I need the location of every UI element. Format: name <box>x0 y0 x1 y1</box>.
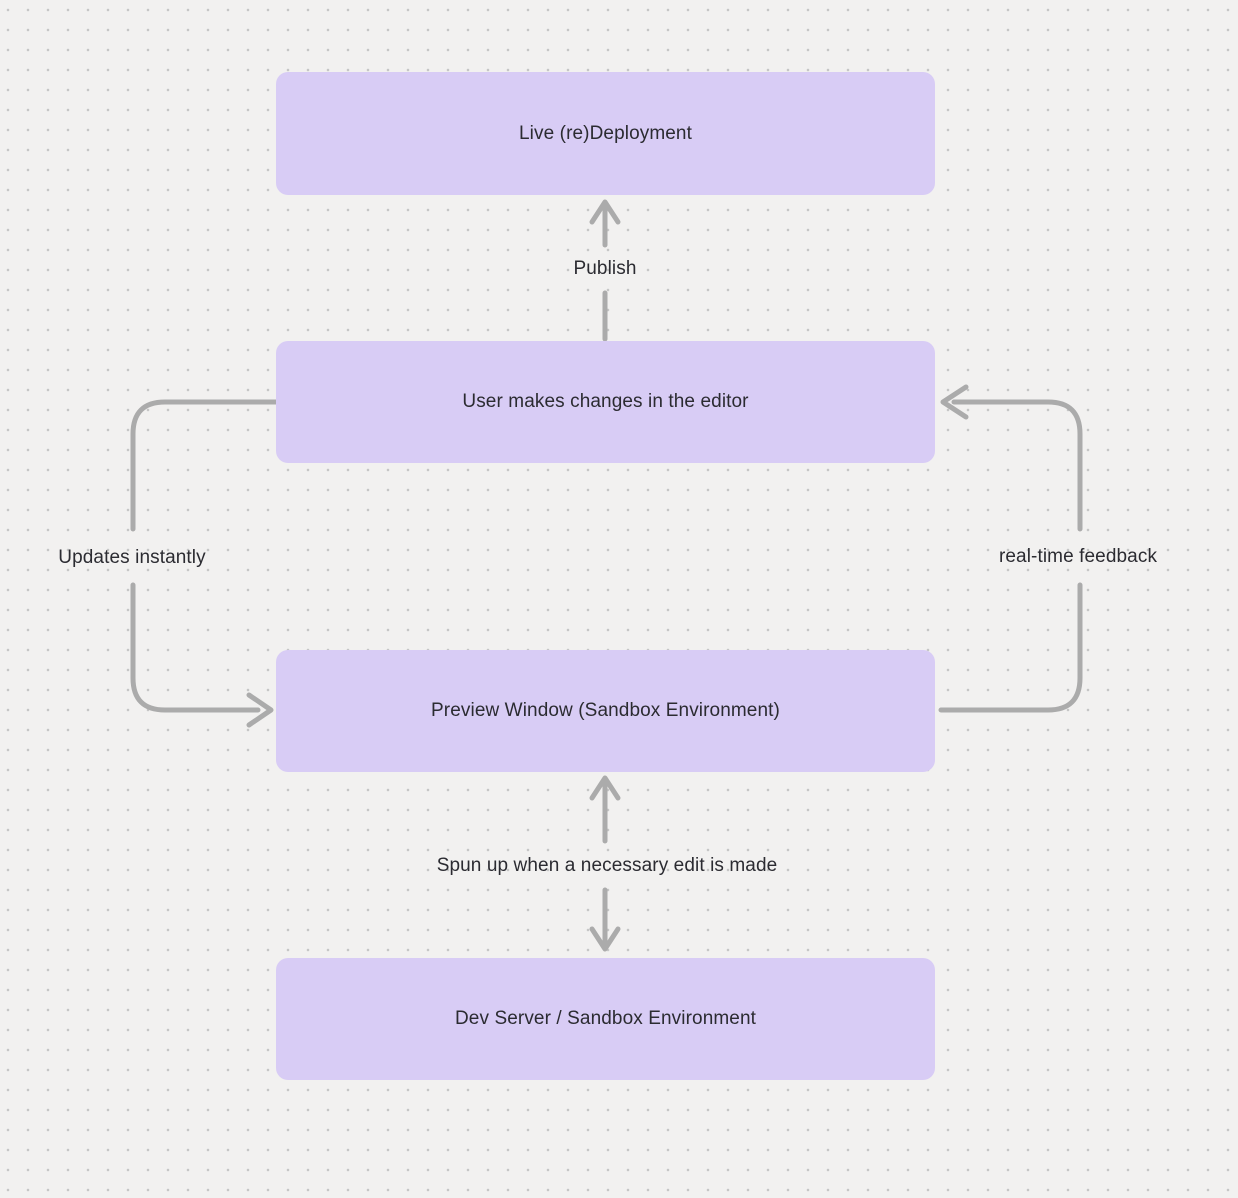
edge-line <box>951 399 1083 532</box>
node-live-redeployment[interactable]: Live (re)Deployment <box>276 72 935 195</box>
edge-label-spun-up: Spun up when a necessary edit is made <box>436 855 778 876</box>
node-dev-server[interactable]: Dev Server / Sandbox Environment <box>276 958 935 1080</box>
node-preview-window[interactable]: Preview Window (Sandbox Environment) <box>276 650 935 772</box>
edge-updates-instantly <box>130 399 280 728</box>
edge-real-time-feedback <box>938 384 1083 713</box>
edge-label-updates-instantly: Updates instantly <box>58 547 206 568</box>
edge-publish <box>589 199 621 342</box>
node-user-makes-changes[interactable]: User makes changes in the editor <box>276 341 935 463</box>
node-label: Live (re)Deployment <box>519 122 692 144</box>
node-label: User makes changes in the editor <box>462 391 749 412</box>
arrowhead-up-icon <box>589 775 621 801</box>
edge-line <box>938 582 1083 713</box>
edge-spun-up <box>589 775 621 952</box>
arrowhead-down-icon <box>589 926 621 952</box>
arrowhead-right-icon <box>246 692 274 728</box>
arrowhead-up-icon <box>589 199 621 225</box>
edge-line <box>130 399 280 532</box>
edge-line <box>130 582 261 713</box>
edge-label-real-time-feedback: real-time feedback <box>998 546 1158 567</box>
arrowhead-left-icon <box>940 384 969 420</box>
node-label: Preview Window (Sandbox Environment) <box>431 700 780 721</box>
edge-label-publish: Publish <box>573 258 637 279</box>
node-label: Dev Server / Sandbox Environment <box>454 1008 756 1029</box>
